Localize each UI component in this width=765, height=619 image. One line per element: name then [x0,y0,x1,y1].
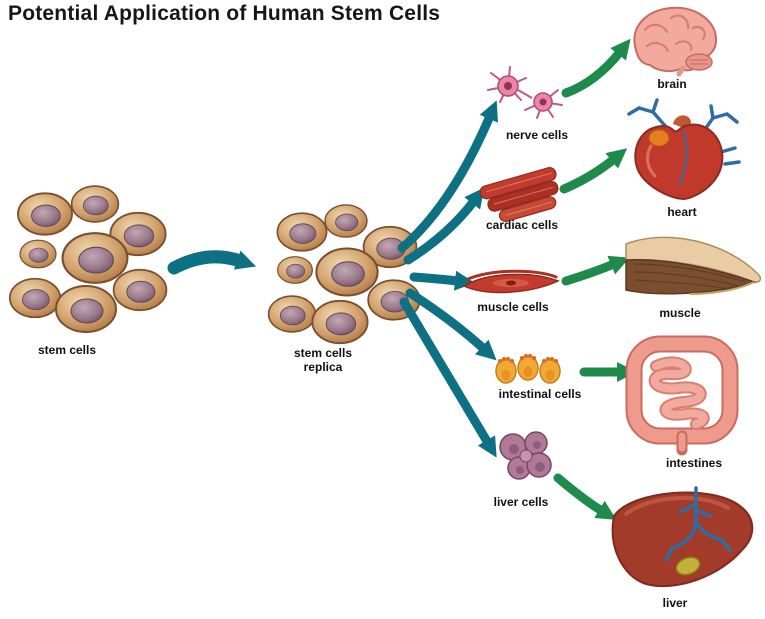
muscle-cells-illustration [462,269,560,294]
arrow-replica-to-nerve-cells [397,100,499,253]
muscle-cells-label: muscle cells [477,300,549,314]
stem-cells-replica-illustration [267,204,421,345]
arrow-stem-to-replica [167,250,257,275]
cardiac-cells-label: cardiac cells [485,218,559,232]
intestines-label: intestines [665,456,722,470]
stem-cells-replica-label: stem cells replica [293,346,353,375]
stem-cells-label: stem cells [37,343,97,357]
arrow-nerve-cells-to-brain [561,38,631,98]
arrow-replica-to-intestinal-cells [405,288,497,361]
nerve-cells-label: nerve cells [505,128,569,142]
arrow-replica-to-muscle-cells [409,270,475,291]
arrow-muscle-cells-to-muscle [561,255,630,286]
nerve-cells-illustration [487,66,563,119]
arrow-liver-cells-to-liver [553,473,617,520]
intestines-illustration [625,335,739,456]
teal-arrows [167,100,499,458]
heart-illustration [627,98,741,200]
heart-label: heart [667,205,697,219]
muscle-illustration [625,236,762,295]
intestinal-cells-label: intestinal cells [498,387,582,401]
muscle-label: muscle [659,306,701,320]
cardiac-cells-illustration [479,167,559,223]
arrow-replica-to-cardiac-cells [403,187,485,265]
intestinal-cells-illustration [495,354,561,384]
liver-cells-label: liver cells [493,495,549,509]
brain-label: brain [657,77,687,91]
green-arrows [553,38,637,520]
liver-label: liver [662,596,688,610]
stem-cells-illustration [8,185,168,333]
arrow-cardiac-cells-to-heart [559,148,628,194]
page-title: Potential Application of Human Stem Cell… [8,2,441,25]
arrow-replica-to-liver-cells [399,297,497,458]
brain-illustration [633,6,718,77]
liver-cells-illustration [499,431,552,480]
liver-illustration [611,486,754,588]
